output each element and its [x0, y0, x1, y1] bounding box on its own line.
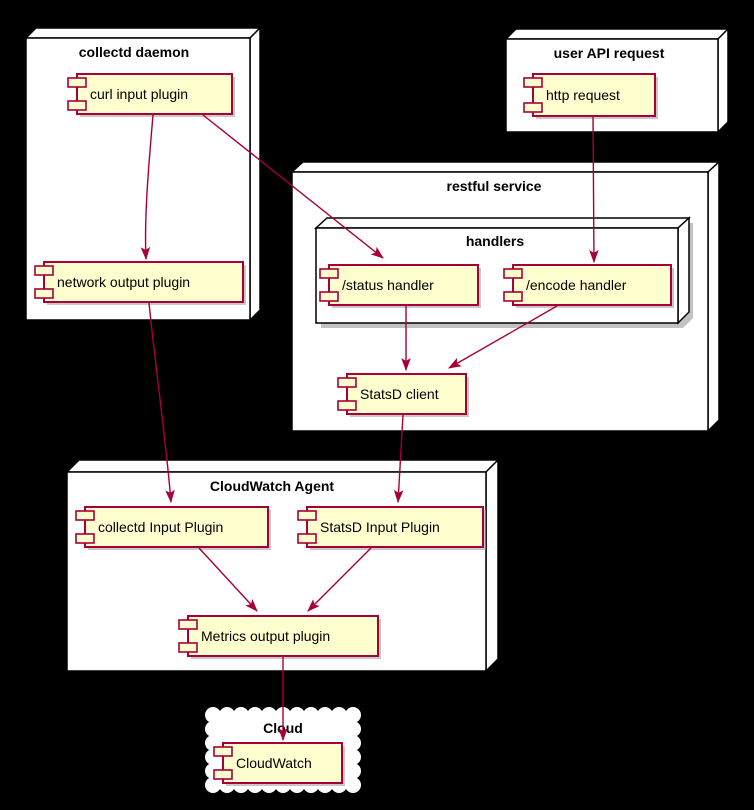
component-icon — [297, 510, 317, 544]
component-box — [76, 73, 233, 115]
node-top-bevel — [290, 161, 721, 173]
component-icon — [337, 377, 357, 411]
node-title: collectd daemon — [79, 44, 189, 60]
component-label: StatsD client — [360, 386, 439, 402]
component-box — [306, 506, 484, 548]
node-title: restful service — [447, 178, 542, 194]
component-icon — [213, 746, 233, 780]
component-icon — [319, 268, 339, 302]
node-title: handlers — [466, 233, 525, 249]
component-curl-input-plugin: curl input plugin — [67, 73, 235, 117]
component-network-output-plugin: network output plugin — [34, 261, 246, 305]
component-box — [346, 373, 467, 415]
component-label: /status handler — [342, 277, 434, 293]
component-icon — [34, 265, 54, 299]
node-side-bevel — [707, 160, 720, 433]
component-box — [187, 615, 379, 657]
component-label: http request — [546, 87, 620, 103]
node-top-bevel — [504, 28, 730, 40]
component-icon — [67, 77, 87, 111]
component-box — [512, 264, 672, 306]
node-side-bevel — [249, 26, 261, 322]
component-box — [84, 506, 269, 548]
component-label: Metrics output plugin — [201, 628, 330, 644]
component-icon — [503, 268, 523, 302]
component-cloudwatch: CloudWatch — [213, 742, 345, 786]
component-icon — [523, 77, 543, 113]
arrow-encode-handler-to-statsd-client — [448, 305, 558, 369]
component-label: curl input plugin — [90, 86, 188, 102]
component-status-handler: /status handler — [319, 264, 481, 308]
arrow-statsd-input-plugin-to-metrics-output-plugin — [307, 547, 372, 612]
component-statsd-input-plugin: StatsD Input Plugin — [297, 506, 486, 550]
component-label: collectd Input Plugin — [98, 519, 223, 535]
arrow-curl-input-plugin-to-status-handler — [202, 114, 384, 259]
node-side-bevel — [717, 27, 729, 134]
node-top-bevel — [24, 27, 262, 39]
component-http-request: http request — [523, 73, 658, 119]
edges — [140, 114, 599, 742]
component-box — [328, 264, 479, 306]
node-side-bevel — [485, 458, 499, 673]
arrow-collectd-input-plugin-to-metrics-output-plugin — [198, 547, 258, 612]
component-collectd-input-plugin: collectd Input Plugin — [75, 506, 271, 550]
component-label: StatsD Input Plugin — [320, 519, 440, 535]
component-label: CloudWatch — [236, 755, 312, 771]
component-box — [43, 261, 244, 303]
arrow-network-output-plugin-to-collectd-input-plugin — [148, 302, 175, 504]
node-title: user API request — [554, 45, 665, 61]
component-metrics-output-plugin: Metrics output plugin — [178, 615, 381, 659]
component-label: network output plugin — [57, 274, 190, 290]
arrow-http-request-to-encode-handler — [589, 116, 599, 264]
component-box — [532, 73, 656, 117]
arrow-statsd-client-to-statsd-input-plugin — [393, 414, 404, 504]
node-side-bevel — [677, 216, 690, 325]
component-box — [222, 742, 343, 784]
node-top-bevel — [314, 217, 691, 229]
component-encode-handler: /encode handler — [503, 264, 674, 308]
node-top-bevel — [65, 459, 500, 473]
component-statsd-client: StatsD client — [337, 373, 469, 417]
node-title: CloudWatch Agent — [210, 478, 335, 494]
component-icon — [178, 619, 198, 653]
component-icon — [75, 510, 95, 544]
component-label: /encode handler — [526, 277, 627, 293]
arrow-curl-input-plugin-to-network-output-plugin — [140, 114, 154, 261]
